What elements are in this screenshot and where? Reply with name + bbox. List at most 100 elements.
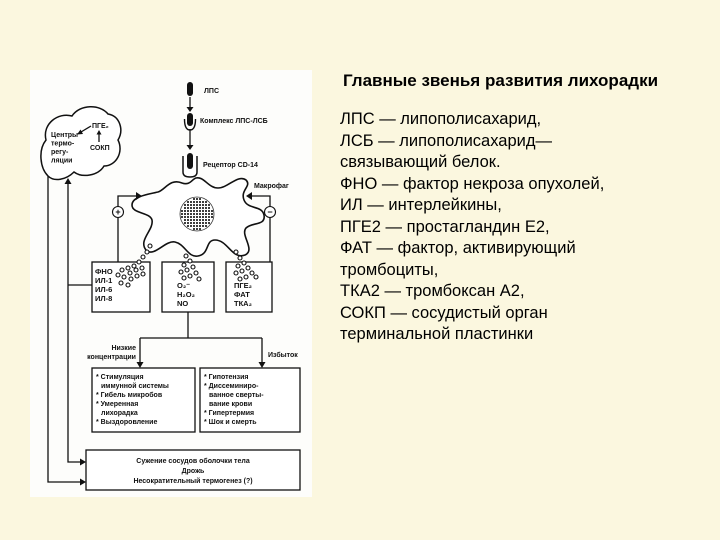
mediator-label: ПГЕ₂	[234, 281, 252, 290]
secretory-granule	[178, 269, 184, 275]
arrow-head	[186, 145, 194, 150]
secretory-granule	[131, 263, 137, 269]
nucleus-texture-dot	[193, 213, 195, 215]
arrow-head	[186, 107, 194, 112]
secretory-granule	[133, 267, 139, 273]
nucleus-texture-dot	[205, 201, 207, 203]
thermo-centers-label: ляции	[51, 158, 72, 165]
nucleus-texture-dot	[187, 219, 189, 221]
nucleus-texture-dot	[202, 219, 204, 221]
nucleus-texture-dot	[196, 204, 198, 206]
nucleus-texture-dot	[193, 219, 195, 221]
thermo-response-box	[85, 449, 301, 491]
slide-title: Главные звенья развития лихорадки	[343, 71, 659, 90]
secretory-granule	[127, 270, 133, 276]
secretory-granule	[115, 272, 121, 278]
nucleus-texture-dot	[196, 213, 198, 215]
brain-outline	[40, 106, 122, 181]
legend-line: связывающий белок.	[340, 153, 501, 171]
arrow-head	[64, 178, 72, 184]
low-effect-item: лихорадка	[101, 410, 138, 417]
low-concentration-effects-box	[91, 367, 196, 433]
nucleus-texture-dot	[190, 210, 192, 212]
nucleus-texture-dot	[184, 210, 186, 212]
low-concentration-label: Низкие	[111, 345, 136, 352]
low-effect-item: * Стимуляция	[96, 374, 144, 381]
nucleus-texture-dot	[199, 222, 201, 224]
fever-pathway-diagram: + − ЛПС Комплекс ЛПС-ЛСБ Рецептор CD-14 …	[40, 82, 301, 491]
secretory-granule	[239, 268, 245, 274]
secretory-granule	[140, 254, 146, 260]
nucleus-texture-dot	[205, 216, 207, 218]
thermo-centers-label: Центры	[51, 132, 78, 139]
nucleus-texture-dot	[208, 222, 210, 224]
nucleus-texture-dot	[196, 207, 198, 209]
arrow-head	[80, 478, 86, 486]
lsb-protein-icon	[183, 118, 197, 131]
receptor-label: Рецептор CD-14	[203, 162, 258, 169]
secretory-granule	[121, 274, 127, 280]
nucleus-texture-dot	[199, 228, 201, 230]
mediator-label: H₂O₂	[177, 290, 195, 299]
nucleus-texture-dot	[187, 222, 189, 224]
secretory-granule	[125, 265, 131, 271]
secretory-granule	[235, 263, 241, 269]
nucleus-texture-dot	[184, 204, 186, 206]
nucleus-texture-dot	[181, 213, 183, 215]
nucleus-texture-dot	[184, 207, 186, 209]
nucleus-texture-dot	[205, 219, 207, 221]
nucleus-texture-dot	[202, 216, 204, 218]
nucleus-texture	[181, 198, 213, 230]
secretory-granule	[139, 265, 145, 271]
arrow-head	[136, 192, 142, 200]
nucleus-texture-dot	[190, 222, 192, 224]
nucleus-texture-dot	[202, 213, 204, 215]
arrow-head	[77, 129, 83, 135]
excess-effect-item: * Диссеминиро-	[204, 383, 259, 390]
nucleus-texture-dot	[205, 204, 207, 206]
mediator-label: ИЛ-6	[95, 285, 112, 294]
nucleus-texture-dot	[211, 213, 213, 215]
complex-label: Комплекс ЛПС-ЛСБ	[200, 118, 268, 125]
low-effect-item: * Гибель микробов	[96, 391, 163, 399]
nucleus-texture-dot	[193, 204, 195, 206]
secretory-granule	[181, 275, 187, 281]
nucleus-texture-dot	[193, 228, 195, 230]
nucleus-texture-dot	[193, 207, 195, 209]
nucleus-texture-dot	[190, 207, 192, 209]
legend-line: ПГЕ2 — простагландин Е2,	[340, 217, 550, 236]
legend-line: ФНО — фактор некроза опухолей,	[340, 174, 605, 193]
brain-sokp-label: СОКП	[90, 145, 110, 152]
excess-effect-item: * Гипотензия	[204, 374, 249, 381]
nucleus-texture-dot	[196, 201, 198, 203]
nucleus-texture-dot	[196, 198, 198, 200]
nucleus-texture-dot	[211, 210, 213, 212]
secretory-granule	[243, 274, 249, 280]
secretory-granule	[136, 259, 142, 265]
stimulation-loop-line	[117, 195, 137, 262]
secretory-granule	[249, 270, 255, 276]
nucleus-texture-dot	[202, 201, 204, 203]
nucleus-texture-dot	[199, 213, 201, 215]
nucleus-texture-dot	[187, 213, 189, 215]
nucleus-texture-dot	[190, 213, 192, 215]
thermo-response-item: Несократительный термогенез (?)	[133, 477, 252, 485]
nucleus-texture-dot	[199, 225, 201, 227]
nucleus-texture-dot	[202, 222, 204, 224]
nucleus-texture-dot	[199, 207, 201, 209]
low-concentration-label: концентрации	[87, 354, 136, 361]
nucleus-texture-dot	[196, 228, 198, 230]
nucleus-texture-dot	[196, 219, 198, 221]
receptor-bound-lps-icon	[187, 153, 193, 169]
thermo-response-item: Сужение сосудов оболочки тела	[136, 457, 250, 465]
mediator-label: ИЛ-1	[95, 276, 112, 285]
secretory-granule	[184, 267, 190, 273]
nucleus-texture-dot	[190, 216, 192, 218]
legend-line: ТКА2 — тромбоксан А2,	[340, 282, 525, 300]
nucleus-texture-dot	[196, 222, 198, 224]
excess-effect-item: * Шок и смерть	[204, 419, 257, 426]
nucleus-texture-dot	[184, 216, 186, 218]
brain-outer-pathway-line	[47, 176, 81, 483]
nucleus-texture-dot	[193, 225, 195, 227]
nucleus-texture-dot	[202, 225, 204, 227]
